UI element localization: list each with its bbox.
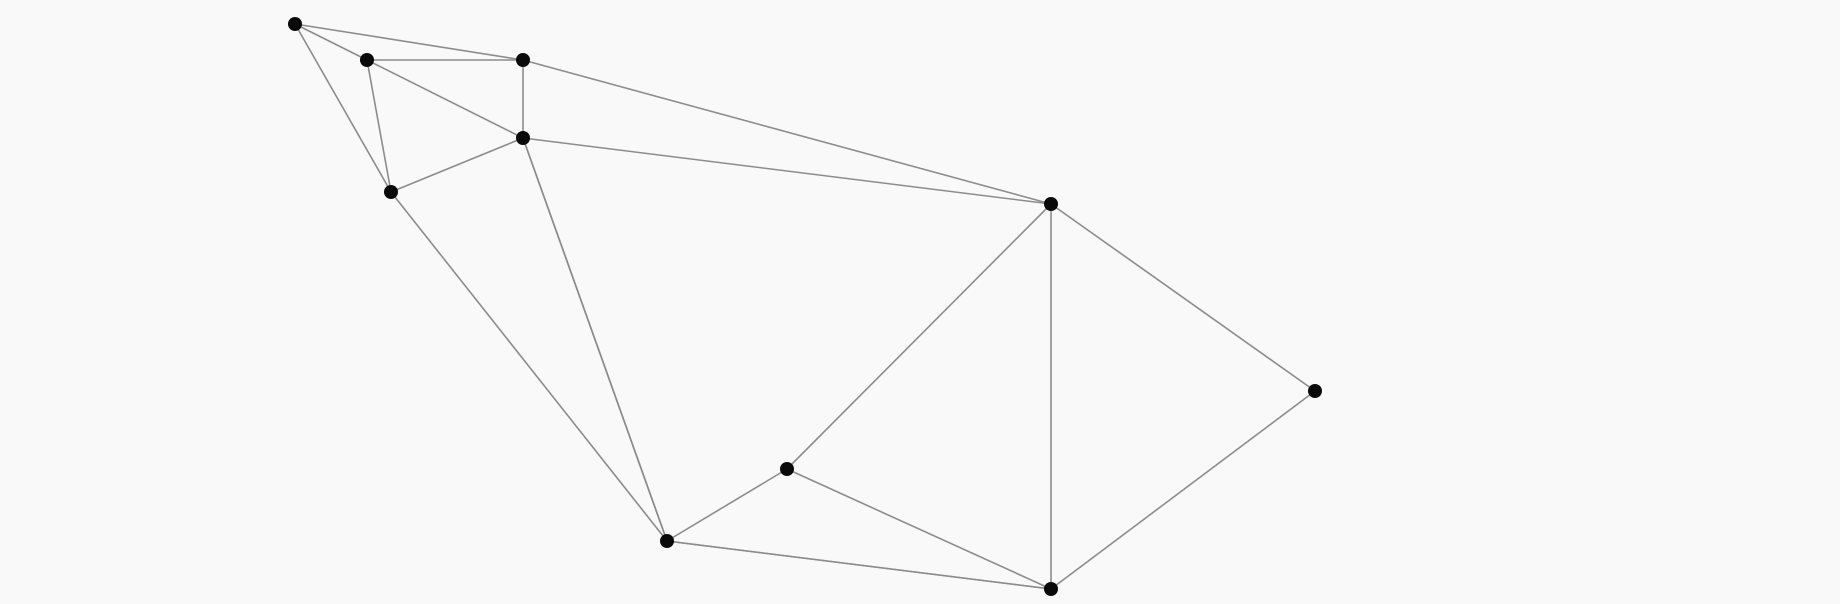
node-n10[interactable] <box>1044 582 1058 596</box>
edge-n0-n2 <box>294 23 524 61</box>
edge-n2-n5 <box>522 59 1052 205</box>
node-n8[interactable] <box>660 534 674 548</box>
edge-n0-n4 <box>294 23 392 193</box>
edges-layer <box>294 23 1316 590</box>
node-n3[interactable] <box>516 131 530 145</box>
edge-n3-n9 <box>522 137 668 542</box>
edge-n9-n10 <box>666 540 1052 590</box>
node-n4[interactable] <box>384 185 398 199</box>
edge-n5-n6 <box>1050 203 1316 392</box>
node-n0[interactable] <box>288 17 302 31</box>
edge-n3-n5 <box>522 137 1052 205</box>
edge-n4-n9 <box>390 191 668 542</box>
edge-n7-n10 <box>786 468 1052 590</box>
edge-n1-n3 <box>366 59 524 139</box>
edge-n1-n4 <box>366 59 392 193</box>
node-n6[interactable] <box>1308 384 1322 398</box>
edge-n6-n10 <box>1050 390 1316 590</box>
edge-n7-n8 <box>666 468 788 542</box>
edge-n5-n7 <box>786 203 1052 470</box>
edge-n3-n4 <box>390 137 524 193</box>
nodes-layer <box>288 17 1322 596</box>
node-n2[interactable] <box>516 53 530 67</box>
node-n1[interactable] <box>360 53 374 67</box>
edge-n0-n1 <box>294 23 368 61</box>
node-n5[interactable] <box>1044 197 1058 211</box>
node-n7[interactable] <box>780 462 794 476</box>
